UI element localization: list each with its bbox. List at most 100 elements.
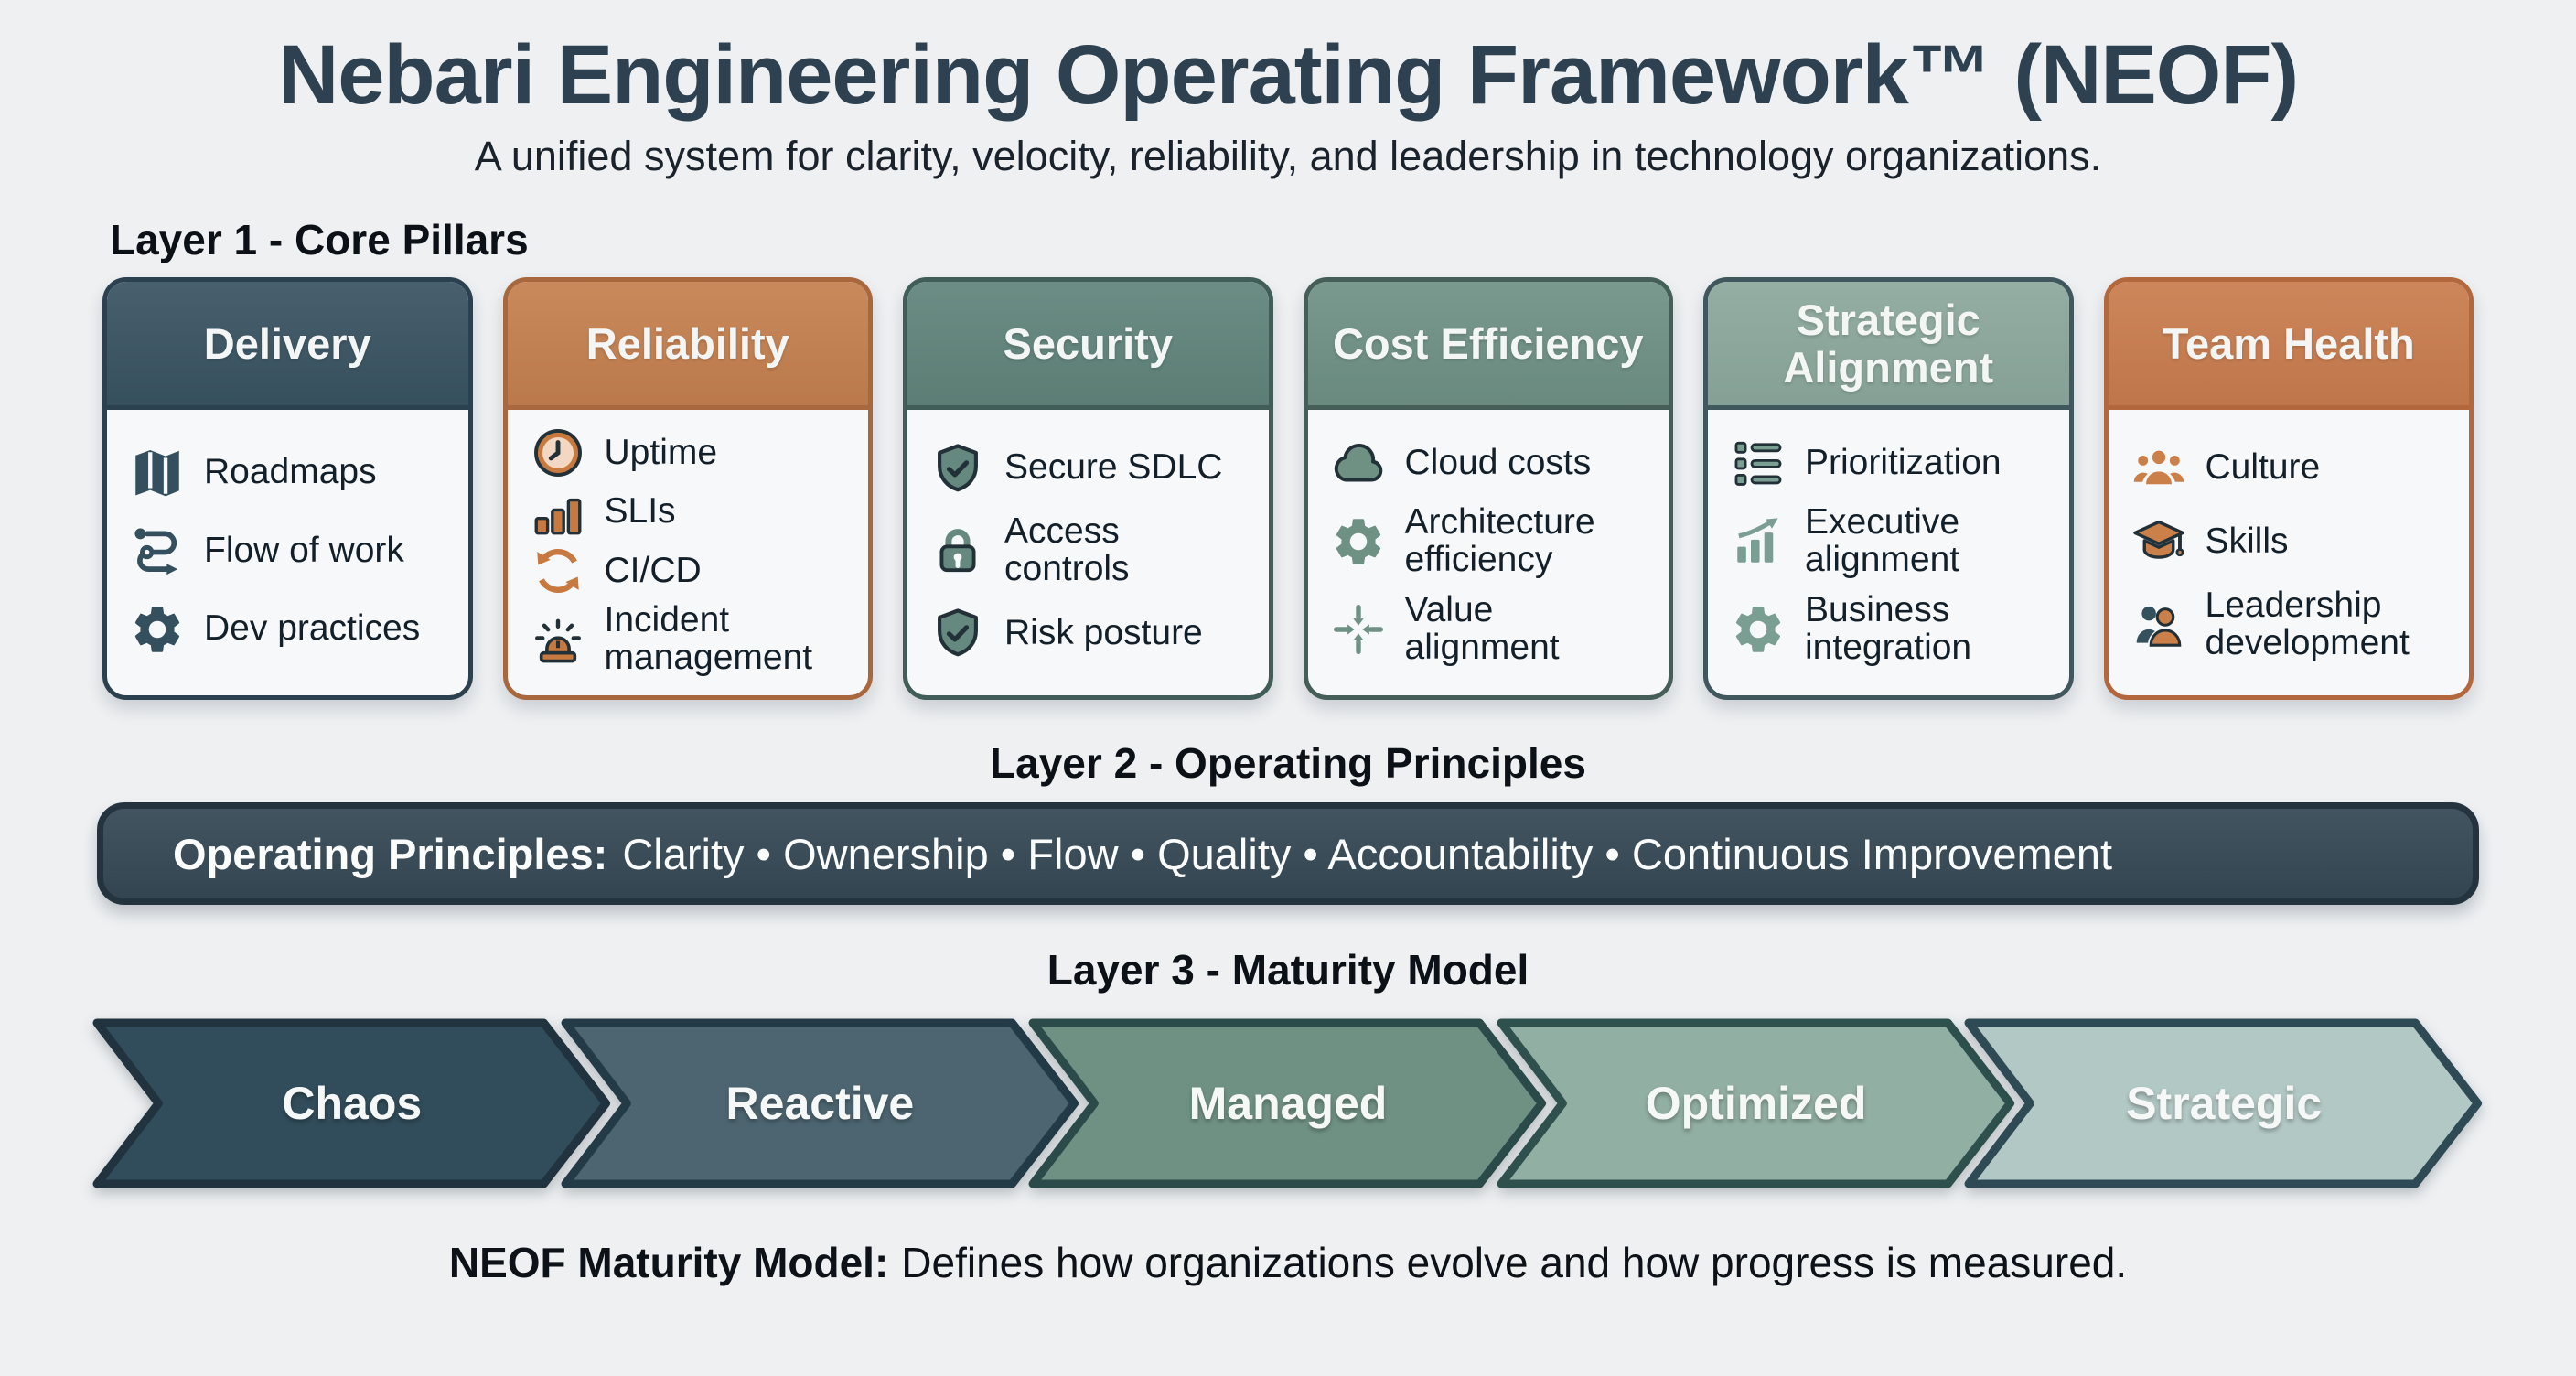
gear-icon [1330, 513, 1387, 570]
pillar-item: Secure SDLC [929, 440, 1256, 497]
pillar-item-label: Leadership development [2205, 585, 2410, 662]
pillar-item: Access controls [929, 511, 1256, 588]
pillar-card-title: Team Health [2108, 282, 2469, 410]
pillar-item-label: Uptime [604, 432, 718, 472]
pillar-item: Flow of work [129, 522, 456, 579]
bar-chart-icon [530, 484, 586, 541]
pillar-item: Architecture efficiency [1330, 502, 1657, 580]
pillar-card-body: Secure SDLC Access controls Risk posture [907, 410, 1269, 695]
pillar-item-label: Culture [2205, 447, 2321, 488]
pillar-item-label: Business integration [1805, 589, 1972, 667]
maturity-note-text: Defines how organizations evolve and how… [901, 1239, 2128, 1286]
maturity-stage-label: Optimized [1645, 1078, 1867, 1129]
pillar-item: Leadership development [2131, 585, 2457, 662]
pillar-item-label: Prioritization [1805, 443, 2002, 483]
pillar-card-title: Reliability [507, 282, 868, 410]
layer1-heading: Layer 1 - Core Pillars [110, 216, 529, 263]
maturity-stage-reactive: Reactive [560, 1016, 1081, 1190]
pillar-card-body: Cloud costs Architecture efficiency Valu… [1308, 410, 1669, 695]
cloud-icon [1330, 435, 1387, 492]
pillar-item: Cloud costs [1330, 435, 1657, 492]
maturity-chevron-shape [1497, 1018, 2014, 1188]
clock-icon [530, 425, 586, 481]
pillar-item-label: Executive alignment [1805, 502, 1960, 580]
pillar-item-label: SLIs [604, 491, 676, 532]
pillar-card-security: Security Secure SDLC Access controls Ris… [903, 277, 1273, 700]
pillar-item: Business integration [1730, 589, 2056, 667]
shield-check-icon [929, 440, 986, 497]
pillar-item-label: Skills [2205, 521, 2289, 561]
maturity-note-label: NEOF Maturity Model: [448, 1239, 889, 1286]
siren-icon [530, 611, 586, 668]
shield-check-icon [929, 605, 986, 661]
maturity-chevron-shape [561, 1018, 1079, 1188]
maturity-stage-chaos: Chaos [91, 1016, 613, 1190]
pillar-item: Skills [2131, 513, 2457, 570]
pillar-item-label: Risk posture [1004, 613, 1203, 652]
pillar-item-label: Architecture efficiency [1404, 502, 1595, 580]
pillar-item-label: Incident management [604, 599, 813, 677]
priority-list-icon [1730, 435, 1787, 492]
layer2-heading: Layer 2 - Operating Principles [990, 739, 1586, 787]
maturity-stage-label: Strategic [2126, 1078, 2323, 1129]
maturity-chevron-shape [92, 1018, 611, 1188]
pillar-item-label: Flow of work [204, 530, 404, 570]
pillar-item-label: Value alignment [1404, 589, 1560, 667]
maturity-note: NEOF Maturity Model: Defines how organiza… [0, 1238, 2576, 1287]
page-subtitle: A unified system for clarity, velocity, … [474, 133, 2102, 179]
maturity-stage-label: Chaos [282, 1078, 423, 1129]
pillar-item-label: Access controls [1004, 511, 1130, 588]
gear-icon [1730, 601, 1787, 658]
maturity-stage-label: Managed [1188, 1078, 1388, 1129]
pillar-item: Prioritization [1730, 435, 2056, 492]
pillar-item-label: Roadmaps [204, 452, 377, 492]
pillar-card-title: Cost Efficiency [1307, 282, 1669, 410]
maturity-chevron-shape [1028, 1018, 1547, 1188]
pillar-card-cost-efficiency: Cost Efficiency Cloud costs Architecture… [1303, 277, 1673, 700]
converge-arrows-icon [1330, 601, 1387, 658]
pillar-item: Dev practices [129, 601, 456, 658]
pillar-card-body: Culture Skills Leadership development [2109, 410, 2470, 695]
pillar-card-delivery: Delivery Roadmaps Flow of work Dev pract… [102, 277, 473, 700]
pillar-card-title: Strategic Alignment [1708, 282, 2069, 410]
pillar-row: Delivery Roadmaps Flow of work Dev pract… [102, 277, 2474, 700]
pillar-card-reliability: Reliability Uptime SLIs CI/CD Incident m… [502, 277, 873, 700]
maturity-stage-managed: Managed [1027, 1016, 1549, 1190]
pillar-item: Roadmaps [129, 445, 456, 501]
pillar-item-label: CI/CD [604, 550, 702, 590]
people-icon [2131, 440, 2187, 497]
pillar-item: Risk posture [929, 605, 1256, 661]
lock-icon [929, 522, 986, 579]
maturity-chevron-shape [1964, 1018, 2483, 1188]
page-title: Nebari Engineering Operating Framework™ … [277, 28, 2299, 122]
operating-principles-label: Operating Principles: [173, 829, 608, 878]
maturity-model: Chaos Reactive Managed Optimized Strateg… [91, 1016, 2485, 1190]
layer3-heading: Layer 3 - Maturity Model [1046, 946, 1530, 994]
pillar-item: SLIs [530, 484, 856, 541]
graduation-cap-icon [2131, 513, 2187, 570]
pillar-card-team-health: Team Health Culture Skills Leadership de… [2103, 277, 2474, 700]
pillar-item-label: Dev practices [204, 608, 421, 649]
workflow-icon [129, 522, 186, 579]
pillar-card-title: Delivery [107, 282, 468, 410]
leadership-icon [2131, 597, 2187, 653]
pillar-item: Uptime [530, 425, 856, 481]
pillar-item-label: Secure SDLC [1004, 447, 1223, 488]
operating-principles-bar: Operating Principles: Clarity • Ownershi… [97, 802, 2479, 905]
growth-chart-icon [1730, 513, 1787, 570]
pillar-card-title: Security [907, 282, 1269, 410]
pillar-card-body: Roadmaps Flow of work Dev practices [107, 410, 468, 695]
gear-icon [129, 601, 186, 658]
pillar-card-body: Uptime SLIs CI/CD Incident management [508, 410, 869, 695]
pillar-card-body: Prioritization Executive alignment Busin… [1708, 410, 2069, 695]
refresh-icon [530, 543, 586, 599]
pillar-item: Culture [2131, 440, 2457, 497]
pillar-item: Value alignment [1330, 589, 1657, 667]
maturity-stage-strategic: Strategic [1963, 1016, 2485, 1190]
pillar-card-strategic-alignment: Strategic Alignment Prioritization Execu… [1703, 277, 2074, 700]
pillar-item-label: Cloud costs [1404, 443, 1592, 483]
pillar-item: CI/CD [530, 543, 856, 599]
map-icon [129, 445, 186, 501]
pillar-item: Executive alignment [1730, 502, 2056, 580]
